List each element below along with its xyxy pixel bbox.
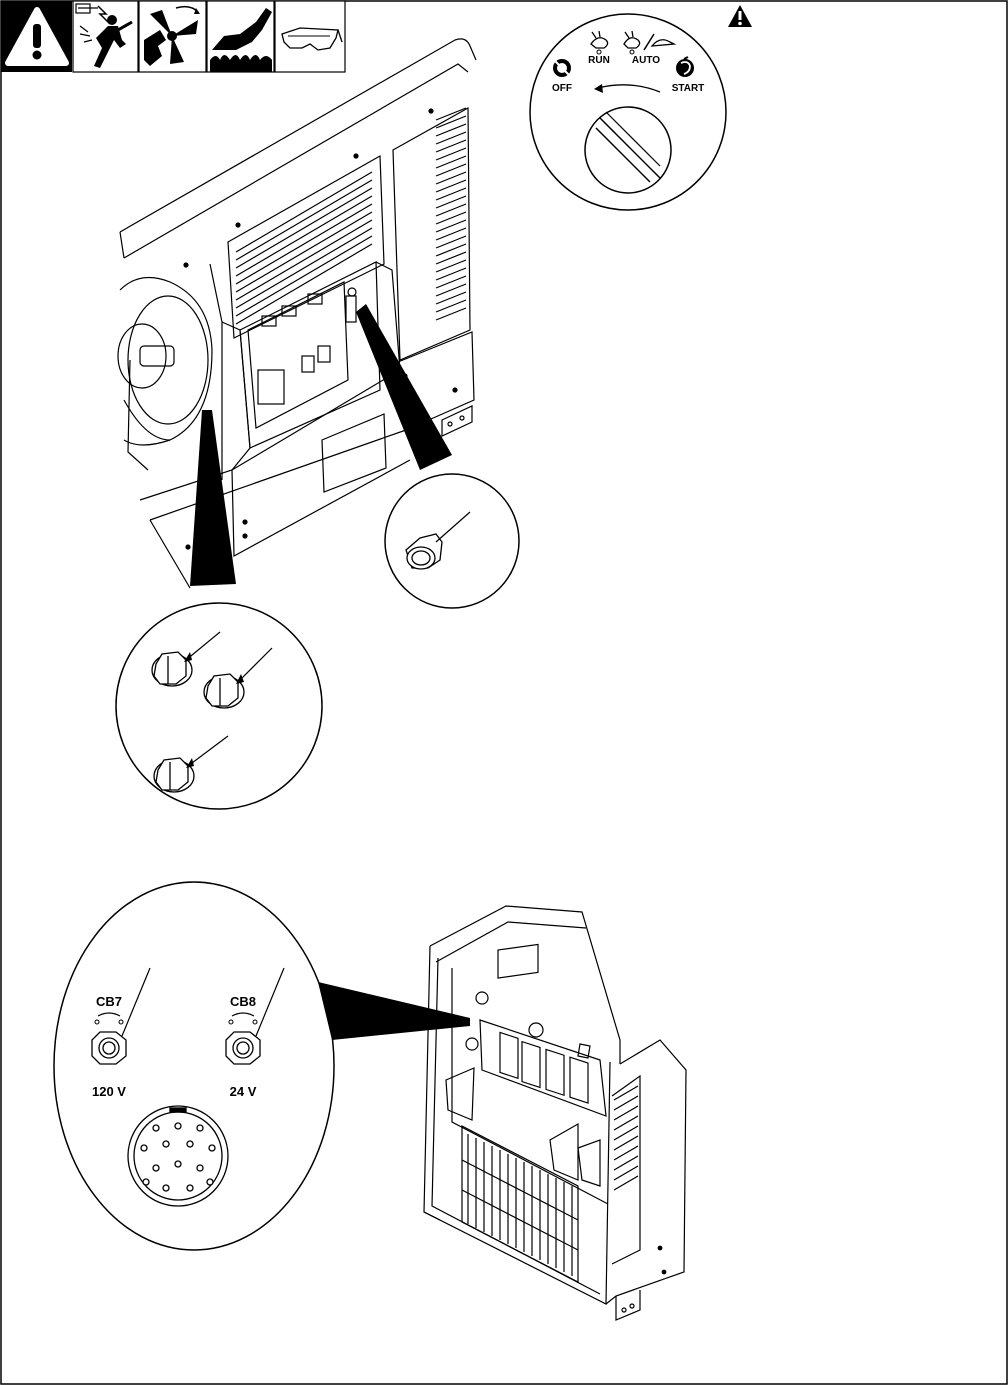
upper-grille	[236, 172, 372, 324]
control-board	[248, 282, 348, 428]
cb7-label: CB7	[96, 994, 122, 1009]
engine-control-switch-dial: OFF RUN AUTO START	[530, 14, 726, 210]
cb8-label: CB8	[230, 994, 256, 1009]
breaker-panel-detail-view: CB7 CB8 120 V 24 V	[54, 882, 334, 1250]
cb7-breaker	[92, 1032, 126, 1064]
moving-parts-icon	[139, 1, 206, 72]
general-warning-icon	[1, 1, 72, 72]
start-label: START	[672, 83, 705, 94]
label-plate	[322, 414, 386, 492]
safety-symbol-strip	[1, 1, 345, 72]
hardware-detail-view	[116, 603, 322, 809]
switch-knob	[585, 107, 671, 193]
side-louvers	[436, 108, 466, 320]
engine-off-icon	[553, 59, 571, 77]
control-panel	[480, 1020, 606, 1116]
hot-parts-icon	[207, 1, 274, 72]
run-label: RUN	[588, 55, 610, 66]
cb7-voltage-label: 120 V	[92, 1084, 126, 1099]
right-side-louvers	[614, 1086, 638, 1190]
cb8-voltage-label: 24 V	[230, 1084, 257, 1099]
safety-glasses-icon	[275, 1, 345, 72]
top-label	[498, 944, 538, 978]
electric-shock-icon	[73, 1, 138, 72]
off-label: OFF	[552, 83, 572, 94]
callout-wedge-panel	[318, 982, 470, 1040]
receptacle-14-pin-icon	[128, 1106, 228, 1206]
machine-front-view	[424, 906, 686, 1320]
front-grille	[462, 1134, 578, 1276]
auto-label: AUTO	[632, 55, 660, 66]
breaker-detail-view	[385, 474, 519, 608]
callout-wedge-nuts	[190, 410, 236, 586]
cb8-breaker	[226, 1032, 260, 1064]
warning-icon	[728, 5, 752, 27]
